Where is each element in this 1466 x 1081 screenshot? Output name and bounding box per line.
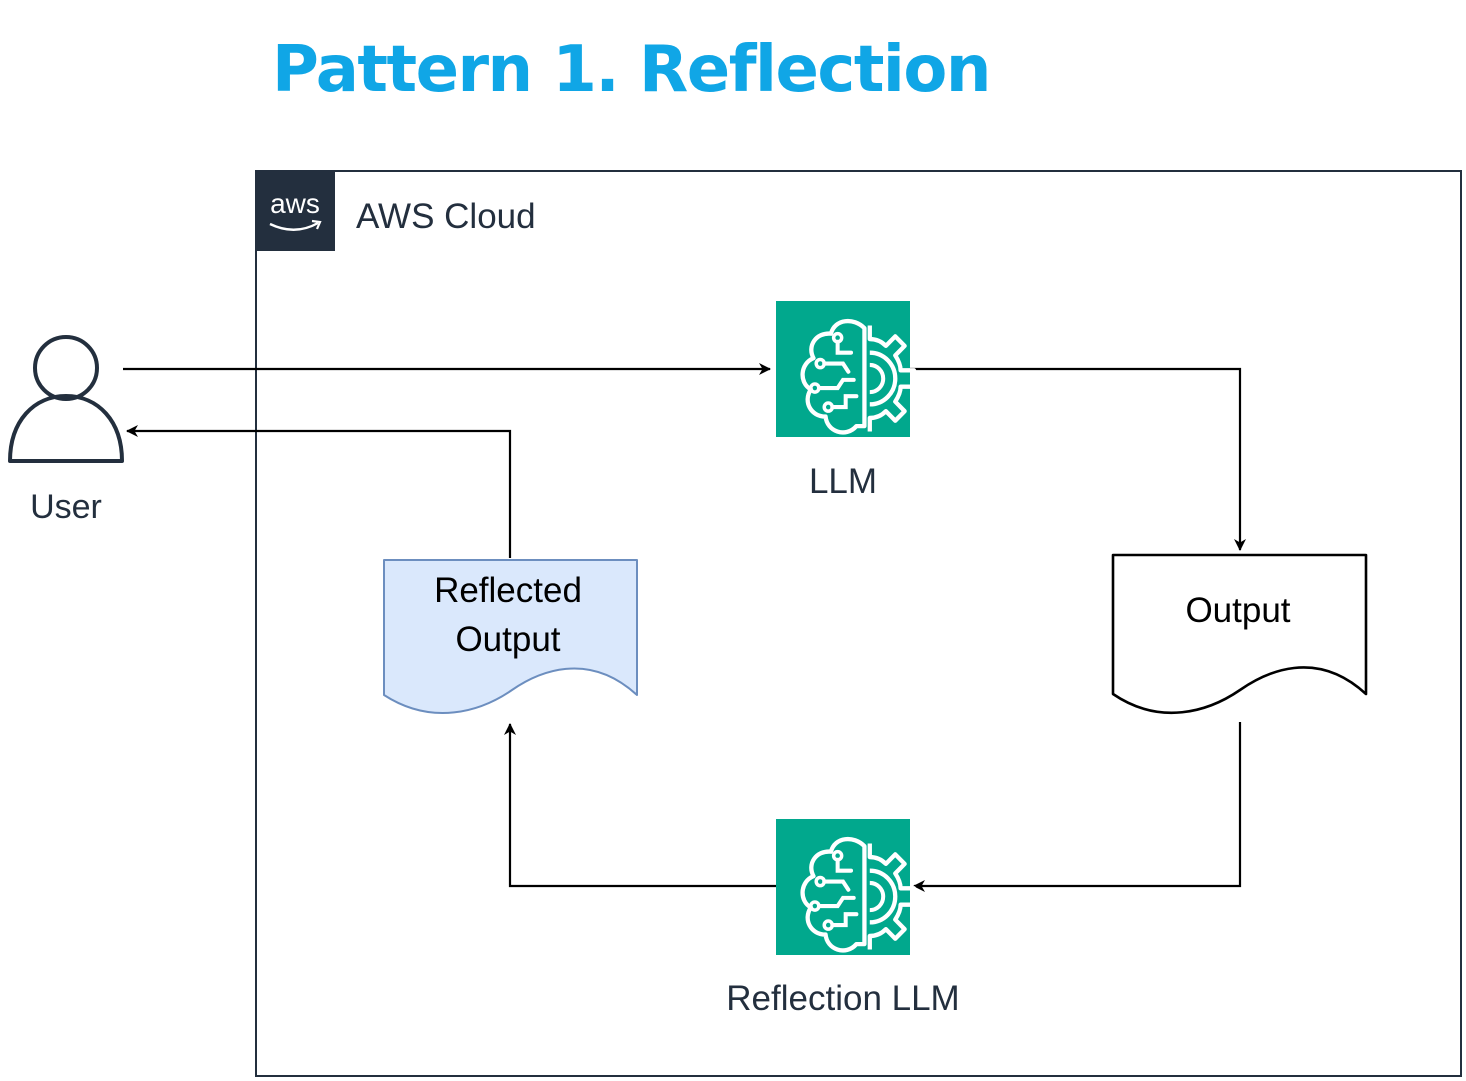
reflected-output-document: Reflected Output <box>383 559 638 714</box>
aws-logo-icon: aws <box>256 171 335 251</box>
reflection-llm-node: Reflection LLM <box>726 819 960 1018</box>
arrow-reflection-llm-to-reflected-output <box>504 723 777 888</box>
aws-cloud-border <box>255 170 1462 1077</box>
output-document-shape <box>1111 553 1368 714</box>
reflected-output-shape <box>383 559 638 714</box>
reflected-output-label-line1: Reflected <box>434 571 582 610</box>
user-actor: User <box>8 335 124 526</box>
llm-node: LLM <box>776 301 914 501</box>
diagram-title: Pattern 1. Reflection <box>272 33 991 107</box>
arrow-reflected-output-to-user <box>126 425 512 558</box>
output-document: Output <box>1111 553 1368 714</box>
user-label: User <box>30 488 102 526</box>
aws-logo-text: aws <box>270 188 320 219</box>
aws-cloud-group: aws AWS Cloud <box>255 170 1462 1077</box>
output-label: Output <box>1185 591 1290 630</box>
reflection-llm-label: Reflection LLM <box>726 979 959 1018</box>
connectors <box>123 363 1246 892</box>
arrow-llm-to-output <box>910 367 1246 551</box>
llm-label: LLM <box>809 462 877 501</box>
user-icon <box>8 335 124 463</box>
arrow-output-to-reflection-llm <box>913 722 1242 892</box>
aws-cloud-label: AWS Cloud <box>356 197 536 236</box>
reflected-output-label-line2: Output <box>455 620 560 659</box>
